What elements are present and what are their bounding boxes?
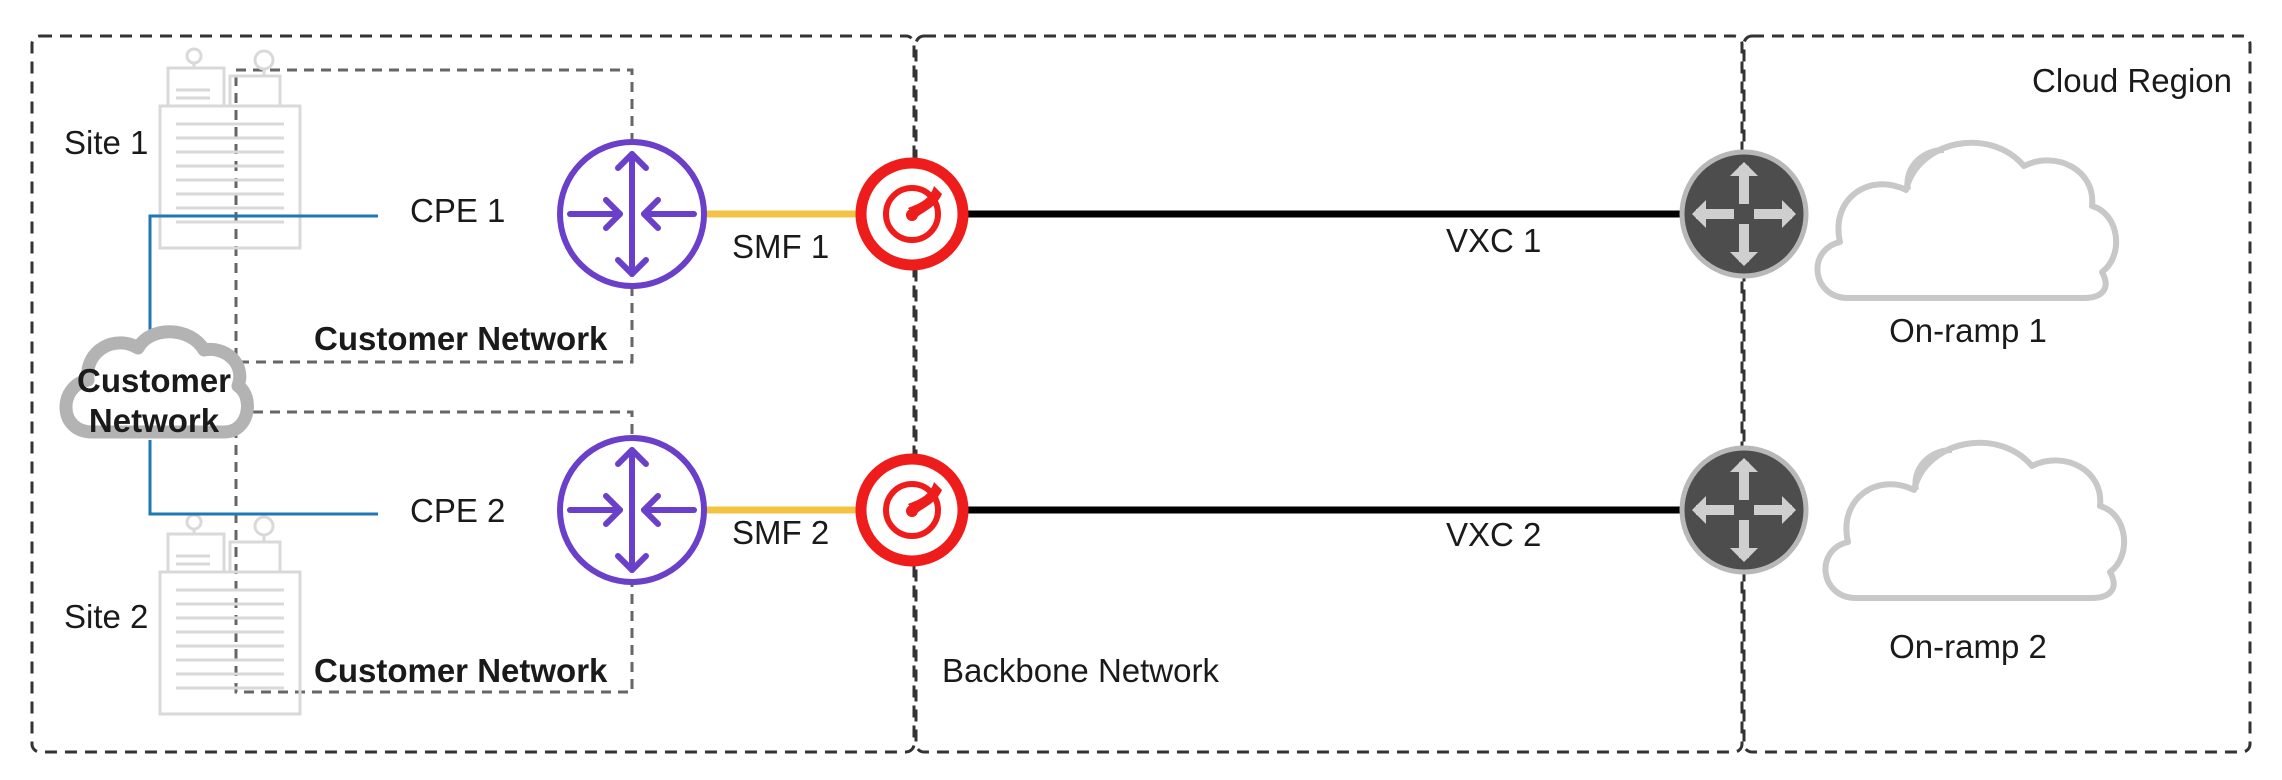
customer-cloud-icon (59, 325, 254, 439)
router-icon-cpe1 (560, 142, 704, 286)
onramp1-label: On-ramp 1 (1889, 312, 2047, 349)
customer-cloud-label-line2: Network (89, 402, 220, 439)
smf1-label: SMF 1 (732, 228, 829, 265)
router-icon-cpe2 (560, 438, 704, 582)
customer-network-boxes (234, 68, 634, 694)
customer-network-label-bottom: Customer Network (314, 652, 608, 689)
smf-links (704, 210, 860, 514)
building-icon-site1 (158, 47, 302, 250)
customer-cloud-label-line1: Customer (77, 362, 231, 399)
backbone-network-label: Backbone Network (942, 652, 1219, 689)
onramp2-label: On-ramp 2 (1889, 628, 2047, 665)
cloud-router-icon-2 (1682, 448, 1806, 572)
cpe2-label: CPE 2 (410, 492, 505, 529)
customer-network-box-bottom (234, 410, 634, 694)
building-icon-site2 (158, 513, 302, 716)
cloud-icon-onramp2 (1822, 439, 2128, 601)
vxc2-label: VXC 2 (1446, 516, 1541, 553)
cloud-router-icon-1 (1682, 152, 1806, 276)
site2-label: Site 2 (64, 598, 148, 635)
region-boxes (30, 34, 2252, 754)
vxc1-label: VXC 1 (1446, 222, 1541, 259)
cloud-icon-onramp1 (1814, 139, 2120, 301)
backbone-region-box (914, 34, 1744, 754)
megaport-port-icon-1 (861, 163, 963, 265)
cloud-region-label: Cloud Region (2032, 62, 2232, 99)
cloud-region-box (1742, 34, 2252, 754)
smf2-label: SMF 2 (732, 514, 829, 551)
vxc-links (966, 210, 1682, 514)
site1-label: Site 1 (64, 124, 148, 161)
customer-network-box-top (234, 68, 634, 364)
access-links (148, 214, 378, 516)
cpe1-label: CPE 1 (410, 192, 505, 229)
megaport-port-icon-2 (861, 459, 963, 561)
customer-network-label-top: Customer Network (314, 320, 608, 357)
customer-region-box (30, 34, 916, 754)
